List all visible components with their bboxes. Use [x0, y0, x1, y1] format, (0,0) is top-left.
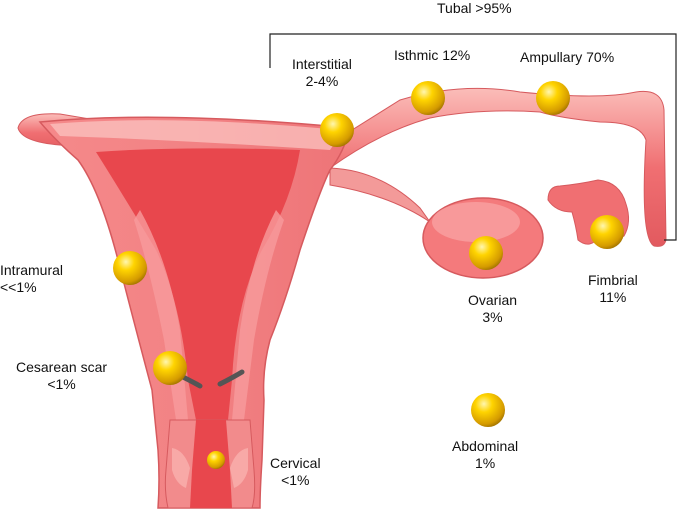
abdominal-name: Abdominal [452, 438, 519, 454]
isthmic-text: Isthmic 12% [394, 47, 471, 63]
marker-ovarian [469, 236, 503, 270]
inner-wall-right [232, 210, 284, 420]
intramural-label: Intramural <<1% [0, 262, 63, 296]
ovary-highlight [432, 202, 520, 242]
marker-interstitial [320, 113, 354, 147]
cesarean-pct: <1% [47, 376, 76, 392]
ovarian-label: Ovarian 3% [468, 292, 517, 326]
marker-cesarean-scar [153, 351, 187, 385]
marker-abdominal [471, 393, 505, 427]
ampullary-label: Ampullary 70% [520, 49, 614, 66]
right-fallopian-tube [319, 87, 667, 247]
uterus-highlight [50, 120, 340, 150]
cervix-fold-left [172, 448, 190, 488]
tubal-bracket [269, 33, 677, 241]
marker-cervical [207, 451, 225, 469]
intramural-name: Intramural [0, 262, 64, 278]
cesarean-scar-right [217, 369, 245, 387]
marker-ampullary [536, 81, 570, 115]
uterine-cavity [96, 148, 300, 420]
abdominal-pct: 1% [474, 455, 496, 471]
cesarean-label: Cesarean scar <1% [16, 359, 107, 393]
ovarian-ligament [329, 167, 431, 223]
cesarean-name: Cesarean scar [16, 359, 108, 375]
interstitial-name: Interstitial [292, 56, 352, 72]
fimbrial-pct: 11% [599, 289, 627, 305]
cervix-fold-right [230, 448, 248, 488]
fimbrial-name: Fimbrial [588, 272, 638, 288]
abdominal-label: Abdominal 1% [452, 438, 518, 472]
intramural-pct: <<1% [0, 279, 37, 295]
isthmic-label: Isthmic 12% [394, 47, 470, 64]
cervical-name: Cervical [270, 455, 321, 471]
fimbrial-label: Fimbrial 11% [588, 272, 638, 306]
marker-fimbrial [590, 215, 624, 249]
marker-isthmic [411, 81, 445, 115]
ampullary-text: Ampullary 70% [520, 49, 615, 65]
interstitial-pct: 2-4% [305, 73, 339, 89]
cervical-label: Cervical <1% [270, 455, 321, 489]
tubal-label-text: Tubal >95% [437, 0, 512, 16]
tubal-label: Tubal >95% [437, 0, 512, 17]
interstitial-label: Interstitial 2-4% [292, 56, 352, 90]
ovarian-name: Ovarian [468, 292, 518, 308]
ovarian-pct: 3% [482, 309, 503, 325]
cervical-pct: <1% [281, 472, 310, 488]
marker-intramural [113, 251, 147, 285]
